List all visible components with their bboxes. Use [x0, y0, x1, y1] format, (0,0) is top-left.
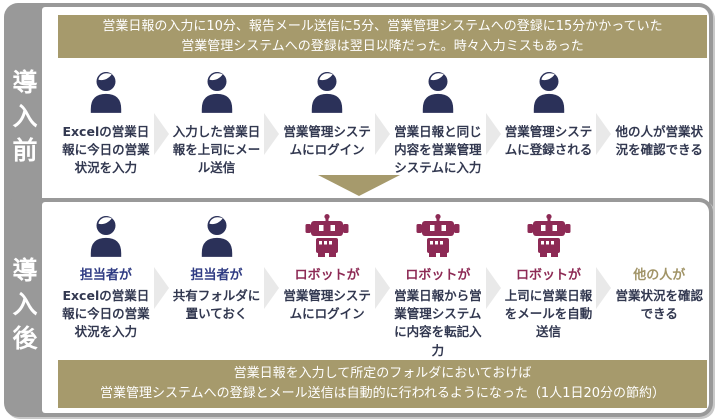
- chevron-right-icon: [153, 267, 169, 309]
- step-actor: 担当者が: [190, 268, 243, 283]
- chevron-right-icon: [596, 113, 612, 155]
- step-text: 営業状況を確認できる: [615, 288, 703, 322]
- before-panel-label: 導入前: [9, 68, 38, 171]
- step-text: Excelの営業日報に今日の営業状況を入力: [62, 288, 150, 340]
- arrow-down-icon: [318, 175, 400, 196]
- before-step-1: Excelの営業日報に今日の営業状況を入力: [58, 67, 154, 177]
- step-text: 営業管理システムにログイン: [283, 124, 371, 158]
- after-step-3: ロボットが 営業管理システムにログイン: [279, 211, 375, 360]
- after-step-4: ロボットが 営業日報から営業管理システムに内容を転記入力: [390, 211, 486, 360]
- step-text: 入力した営業日報を上司にメール送信: [172, 124, 261, 176]
- step-text: 営業日報から営業管理システムに内容を転記入力: [394, 288, 482, 358]
- before-step-6: 他の人が営業状況を確認できる: [611, 67, 707, 177]
- person-icon: [198, 211, 236, 258]
- person-icon: [87, 211, 125, 258]
- step-actor: ロボットが: [294, 268, 360, 283]
- person-icon: [87, 67, 125, 114]
- step-actor: 担当者が: [79, 268, 132, 283]
- after-step-5: ロボットが 上司に営業日報をメールを自動送信: [501, 211, 597, 360]
- after-step-1: 担当者が Excelの営業日報に今日の営業状況を入力: [58, 211, 154, 360]
- person-icon: [530, 67, 568, 114]
- before-step-2: 入力した営業日報を上司にメール送信: [169, 67, 265, 177]
- after-panel-content: 担当者が Excelの営業日報に今日の営業状況を入力 担当者が 共有フォルダに置…: [42, 202, 709, 413]
- step-text: 上司に営業日報をメールを自動送信: [504, 288, 593, 340]
- before-step-3: 営業管理システムにログイン: [279, 67, 375, 177]
- before-steps-row: Excelの営業日報に今日の営業状況を入力 入力した営業日報を上司にメール送信: [58, 67, 707, 177]
- step-text: 他の人が営業状況を確認できる: [615, 124, 703, 158]
- before-banner-line2: 営業管理システムへの登録は翌日以降だった。時々入力ミスもあった: [181, 38, 584, 54]
- step-text: 共有フォルダに置いておく: [172, 288, 261, 322]
- before-panel: 導入前 営業日報の入力に10分、報告メール送信に5分、営業管理システムへの登録に…: [4, 3, 713, 236]
- after-banner-line2: 営業管理システムへの登録とメール送信は自動的に行われるようになった（1人1日20…: [99, 385, 666, 401]
- step-text: 営業管理システムに登録される: [504, 124, 593, 158]
- step-text: Excelの営業日報に今日の営業状況を入力: [62, 124, 150, 176]
- after-banner: 営業日報を入力して所定のフォルダにおいておけば 営業管理システムへの登録とメール…: [58, 359, 707, 408]
- after-steps-row: 担当者が Excelの営業日報に今日の営業状況を入力 担当者が 共有フォルダに置…: [58, 211, 707, 360]
- after-step-6: 他の人が 営業状況を確認できる: [611, 211, 707, 360]
- person-icon: [419, 67, 457, 114]
- chevron-right-icon: [375, 267, 391, 309]
- person-icon: [198, 67, 236, 114]
- robot-icon: [304, 211, 350, 258]
- chevron-right-icon: [485, 267, 501, 309]
- after-panel: 導入後 担当者が Excelの営業日報に今日の営業状況を入力: [4, 198, 713, 417]
- step-text: 営業日報と同じ内容を営業管理システムに入力: [394, 124, 482, 176]
- step-text: 営業管理システムにログイン: [283, 288, 371, 322]
- chevron-right-icon: [264, 113, 280, 155]
- after-step-2: 担当者が 共有フォルダに置いておく: [169, 211, 265, 360]
- chevron-right-icon: [375, 113, 391, 155]
- step-actor: ロボットが: [405, 268, 471, 283]
- before-panel-content: 営業日報の入力に10分、報告メール送信に5分、営業管理システムへの登録に15分か…: [42, 7, 709, 232]
- chevron-right-icon: [596, 267, 612, 309]
- after-panel-label: 導入後: [9, 256, 38, 359]
- chevron-right-icon: [485, 113, 501, 155]
- step-actor: ロボットが: [516, 268, 582, 283]
- after-banner-line1: 営業日報を入力して所定のフォルダにおいておけば: [233, 366, 532, 382]
- step-actor: 他の人が: [633, 268, 686, 283]
- person-icon: [308, 67, 346, 114]
- robot-icon: [526, 211, 572, 258]
- before-banner: 営業日報の入力に10分、報告メール送信に5分、営業管理システムへの登録に15分か…: [58, 15, 707, 58]
- chevron-right-icon: [264, 267, 280, 309]
- robot-icon: [415, 211, 461, 258]
- before-step-4: 営業日報と同じ内容を営業管理システムに入力: [390, 67, 486, 177]
- before-banner-line1: 営業日報の入力に10分、報告メール送信に5分、営業管理システムへの登録に15分か…: [102, 19, 663, 34]
- before-step-5: 営業管理システムに登録される: [501, 67, 597, 177]
- chevron-right-icon: [153, 113, 169, 155]
